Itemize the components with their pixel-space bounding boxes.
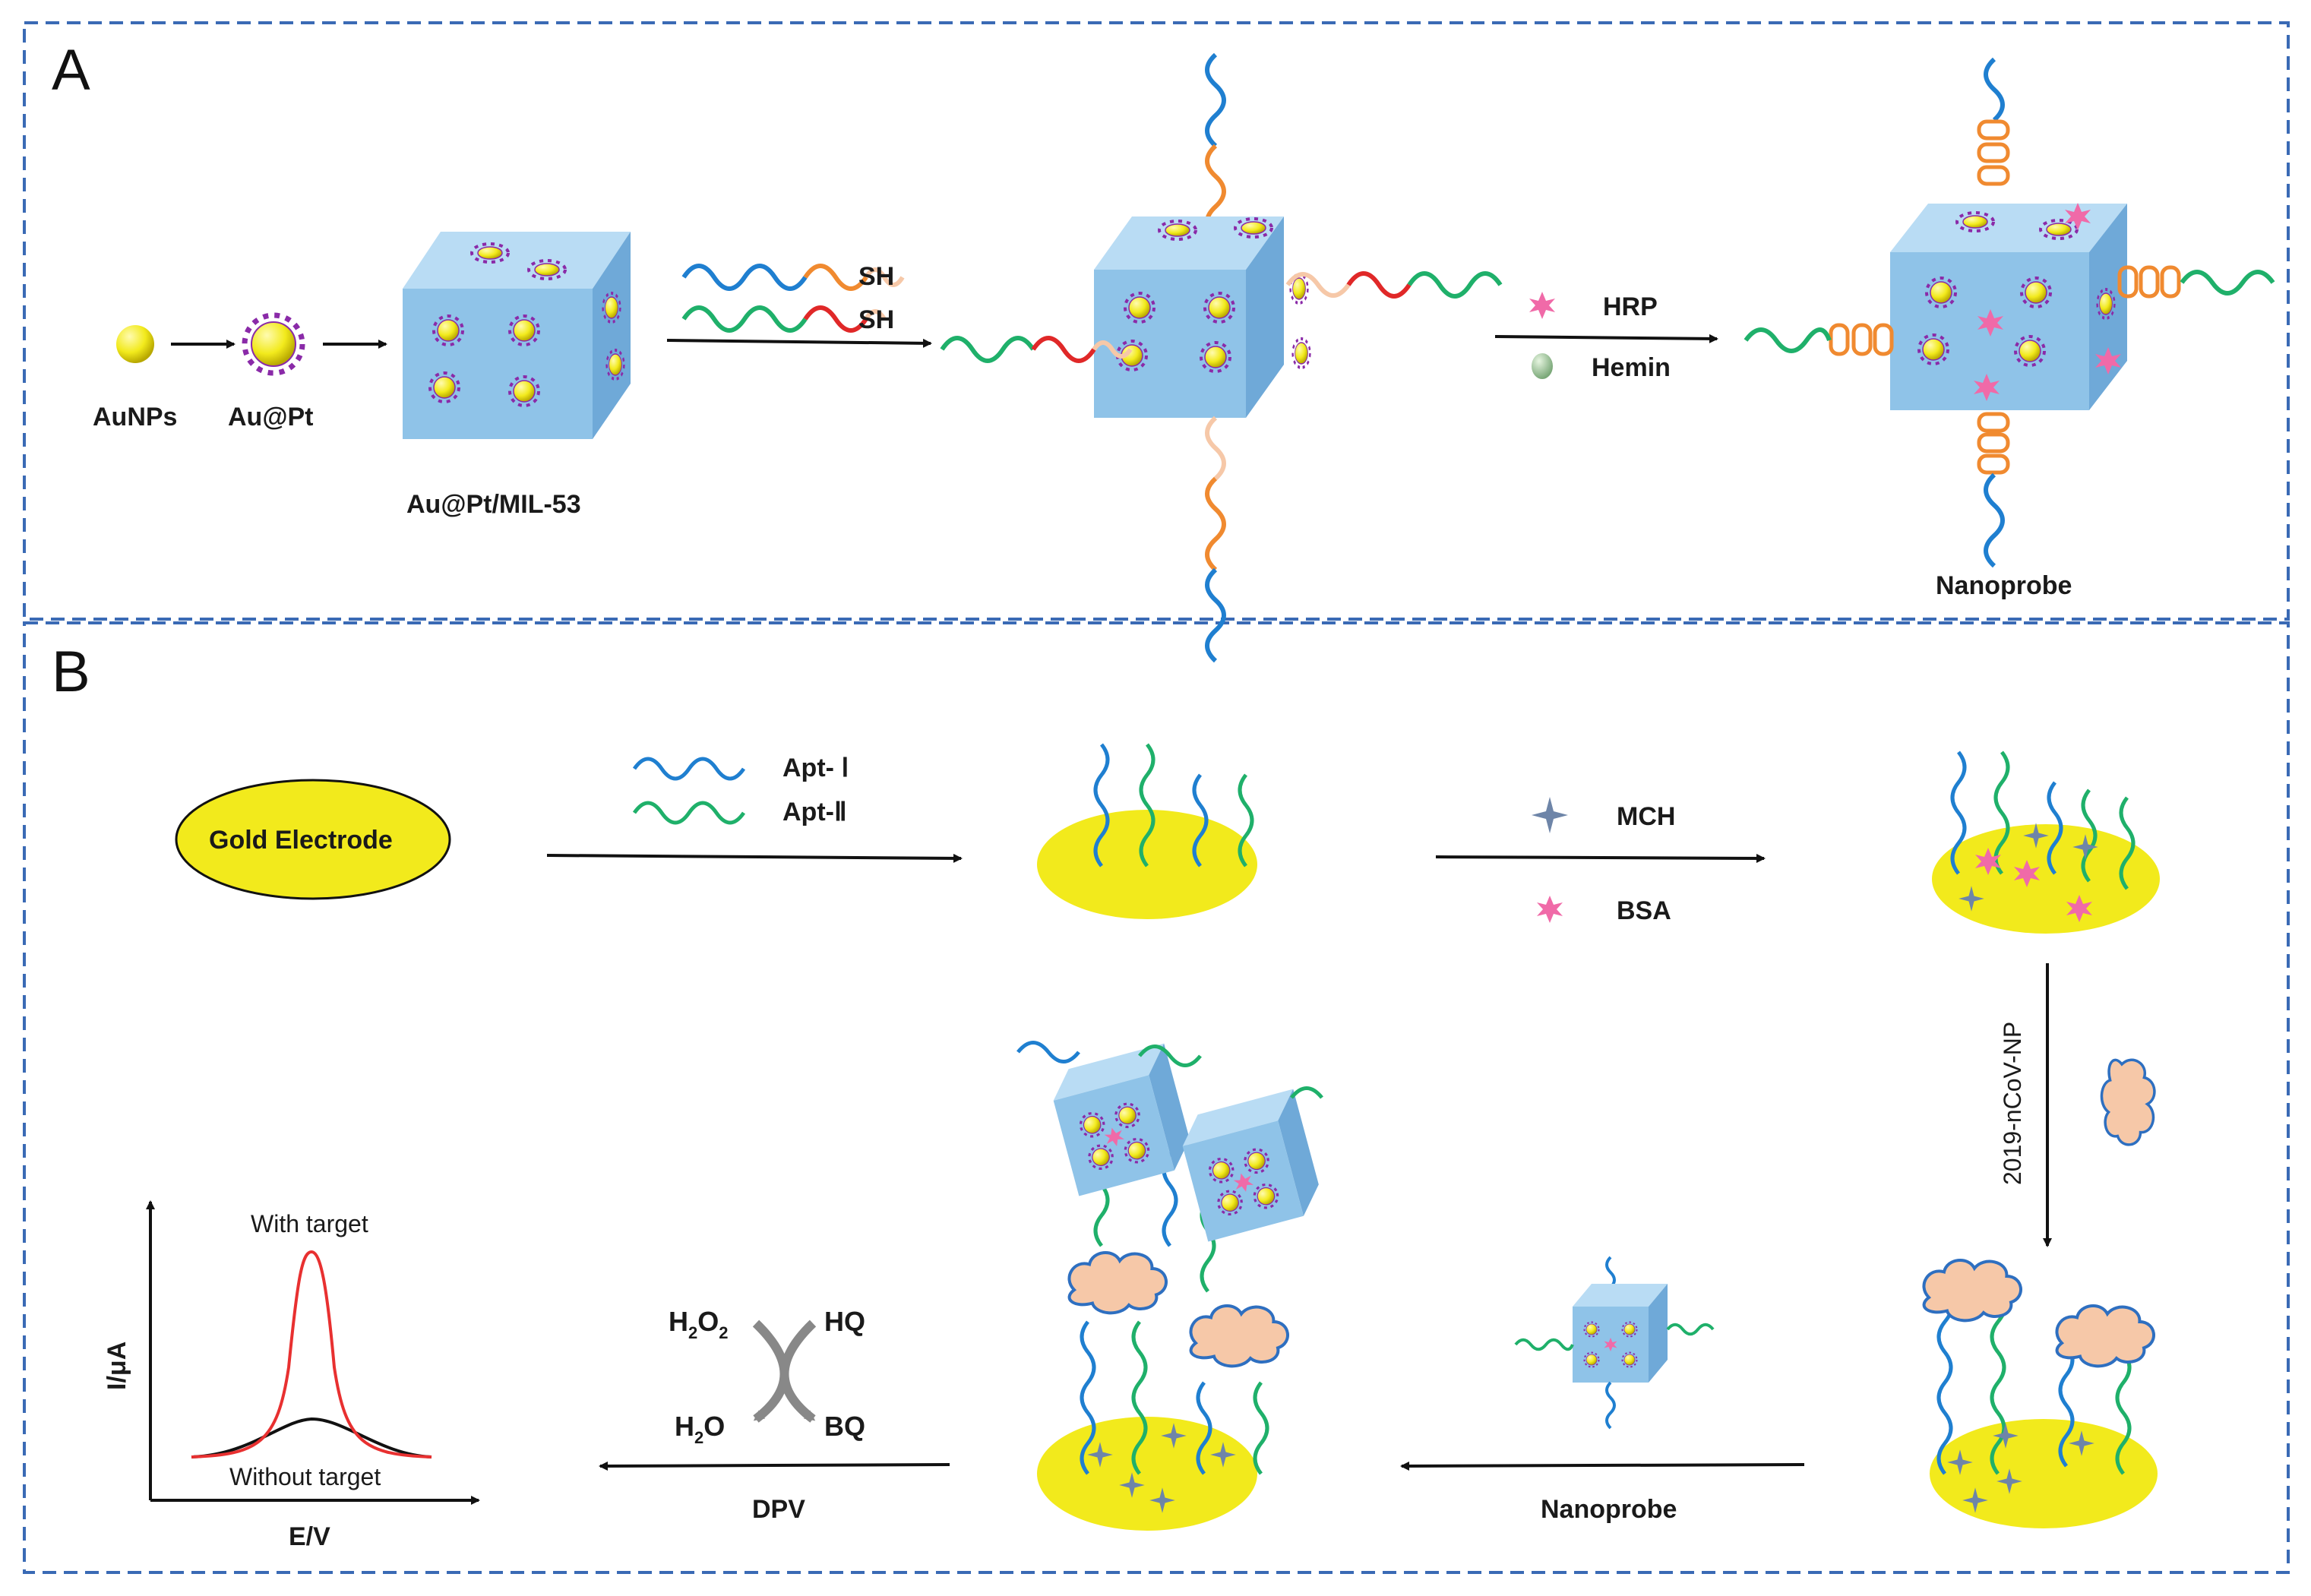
thiol-dna-1-linker [864,267,905,287]
panel-a-border [23,21,2290,621]
with-target-label: With target [251,1210,368,1237]
svg-text:H2O2: H2O2 [669,1306,729,1342]
without-target-label: Without target [229,1463,381,1490]
dpv-graph [146,1200,480,1505]
dna-modified-cube [940,52,1503,663]
panel-b-border [23,621,2290,1574]
panel-a-letter: A [52,38,90,103]
arrow-bound-to-sandwich [1400,1461,1805,1471]
mil53-cube [403,232,631,439]
virus-label: 2019-nCoV-NP [1999,1022,2026,1185]
hemin-label: Hemin [1592,353,1671,382]
mch-label: MCH [1617,802,1675,831]
nanoprobe-label-b: Nanoprobe [1541,1495,1677,1524]
hrp-label: HRP [1603,292,1658,321]
arrow-aptamers-to-blocked [1435,853,1766,863]
h2o2-label: H2O2 [669,1306,729,1342]
graph-ylabel: I/μA [103,1342,131,1390]
aunps-label: AuNPs [93,403,177,431]
aunp-sphere [116,325,154,363]
thiol-dna-2 [681,305,808,333]
panel-b-letter: B [52,640,90,704]
arrow-electrode-to-aptamers [546,853,963,863]
virus-bound-electrode [1924,1260,2158,1528]
svg-text:H2O: H2O [675,1411,725,1447]
h2o-label: H2O [675,1411,725,1447]
curve-without-target [191,1417,432,1459]
dpv-label: DPV [752,1495,805,1524]
gold-electrode [175,779,451,900]
arrow-mil-to-dna-cube [666,338,932,348]
thiol-dna-2-linker [864,309,887,321]
apt2-strand [632,801,746,825]
thiol-dna-1-orange [803,264,868,291]
au-pt-particle [242,312,305,376]
hrp-icon [1529,292,1555,319]
nanoprobe-small-icon [1514,1256,1715,1430]
aptamer-electrode [1037,743,1257,919]
curve-with-target [191,1250,432,1459]
arrow-sandwich-to-dpv [599,1461,950,1471]
virus-icon [2100,1058,2156,1146]
sh-label-1: SH [858,262,894,291]
graph-xlabel: E/V [289,1522,330,1551]
au-pt-label: Au@Pt [228,403,313,431]
nanoprobe-label-a: Nanoprobe [1936,571,2072,600]
blocked-electrode [1932,751,2160,934]
redox-arc-right [779,1319,817,1423]
thiol-dna-2-red [803,305,868,333]
apt2-label: Apt-Ⅱ [782,798,847,826]
thiol-dna-1 [681,264,808,291]
mil53-label: Au@Pt/MIL-53 [406,490,581,519]
bq-label: BQ [824,1411,865,1442]
apt1-strand [632,757,746,781]
sandwich-electrode [1016,1041,1323,1531]
gold-electrode-label: Gold Electrode [209,826,393,855]
sh-label-2: SH [858,305,894,334]
apt1-label: Apt- Ⅰ [782,754,849,782]
hq-label: HQ [824,1306,865,1337]
hemin-icon [1532,353,1553,379]
nanoprobe-cube [1744,57,2275,568]
arrow-dna-cube-to-nanoprobe [1494,333,1718,343]
mch-icon [1532,797,1568,833]
bsa-label: BSA [1617,896,1671,925]
bsa-icon [1537,896,1563,923]
